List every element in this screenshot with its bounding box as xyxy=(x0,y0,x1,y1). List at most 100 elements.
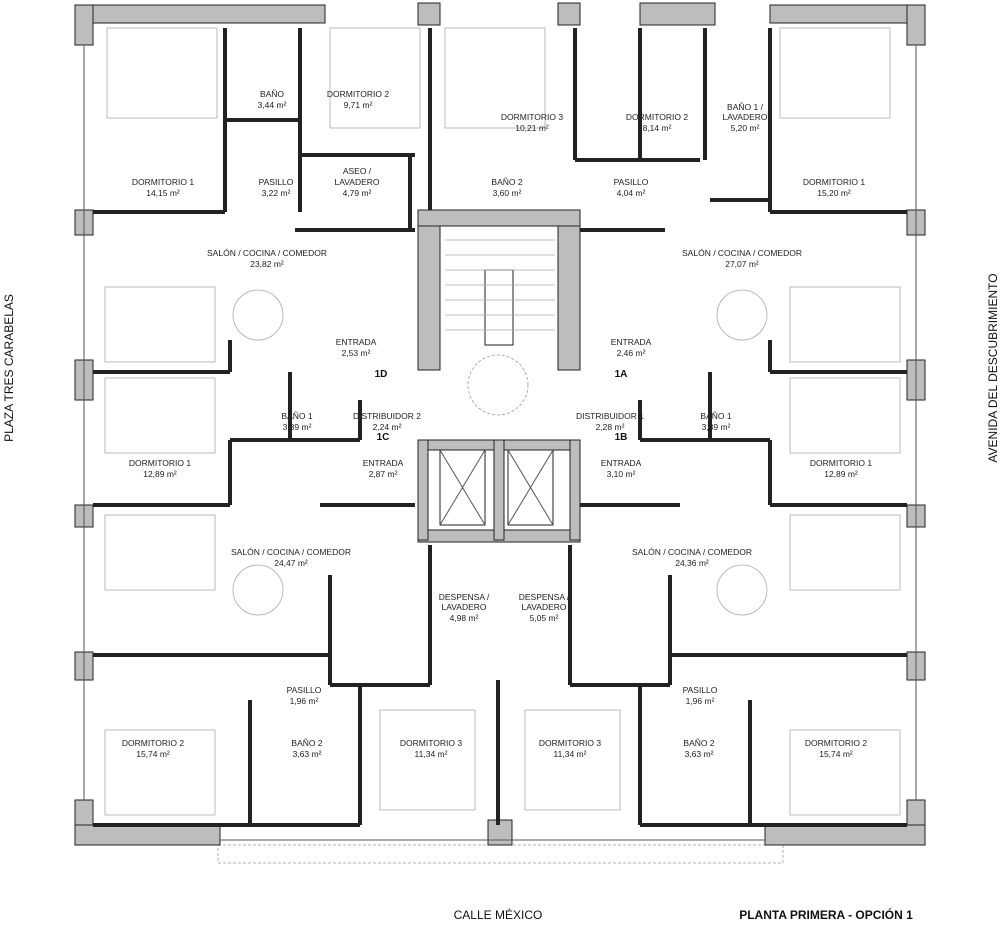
svg-text:SALÓN / COCINA / COMEDOR: SALÓN / COCINA / COMEDOR xyxy=(682,248,802,258)
room-dormitorio-3: DORMITORIO 311,34 m² xyxy=(400,738,462,759)
svg-text:LAVADERO: LAVADERO xyxy=(521,602,566,612)
room-bano-2: BAÑO 23,60 m² xyxy=(491,177,522,198)
svg-text:DISTRIBUIDOR 1: DISTRIBUIDOR 1 xyxy=(576,411,644,421)
room-dormitorio-3: DORMITORIO 311,34 m² xyxy=(539,738,601,759)
unit-1d: 1D xyxy=(375,369,388,380)
svg-text:2,46 m²: 2,46 m² xyxy=(617,348,646,358)
svg-text:5,05 m²: 5,05 m² xyxy=(530,613,559,623)
svg-text:15,74 m²: 15,74 m² xyxy=(819,749,853,759)
room-distribuidor-1: DISTRIBUIDOR 12,28 m² xyxy=(576,411,644,432)
room-bano-1: BAÑO 13,39 m² xyxy=(281,411,312,432)
svg-text:4,98 m²: 4,98 m² xyxy=(450,613,479,623)
svg-text:DESPENSA /: DESPENSA / xyxy=(519,592,570,602)
interior-walls xyxy=(93,28,907,827)
svg-text:11,34 m²: 11,34 m² xyxy=(554,749,587,759)
stair-elevator-core xyxy=(417,209,581,543)
svg-text:15,74 m²: 15,74 m² xyxy=(136,749,170,759)
svg-text:2,28 m²: 2,28 m² xyxy=(596,422,625,432)
svg-text:23,82 m²: 23,82 m² xyxy=(250,259,284,269)
svg-text:3,44 m²: 3,44 m² xyxy=(258,100,287,110)
svg-text:27,07 m²: 27,07 m² xyxy=(725,259,759,269)
svg-text:10,21 m²: 10,21 m² xyxy=(515,123,549,133)
svg-text:PASILLO: PASILLO xyxy=(683,685,718,695)
svg-text:LAVADERO: LAVADERO xyxy=(722,112,767,122)
room-dormitorio-1: DORMITORIO 112,89 m² xyxy=(810,458,872,479)
svg-text:5,20 m²: 5,20 m² xyxy=(731,123,760,133)
svg-text:11,34 m²: 11,34 m² xyxy=(415,749,448,759)
balcony-outline xyxy=(217,844,784,864)
svg-text:4,04 m²: 4,04 m² xyxy=(617,188,646,198)
svg-text:3,63 m²: 3,63 m² xyxy=(293,749,322,759)
svg-text:BAÑO 2: BAÑO 2 xyxy=(683,738,714,748)
svg-text:DORMITORIO 2: DORMITORIO 2 xyxy=(626,112,688,122)
svg-text:3,60 m²: 3,60 m² xyxy=(493,188,522,198)
room-dormitorio-2: DORMITORIO 215,74 m² xyxy=(122,738,184,759)
furniture xyxy=(104,27,901,816)
svg-text:BAÑO 1: BAÑO 1 xyxy=(700,411,731,421)
room-dormitorio-1: DORMITORIO 112,89 m² xyxy=(129,458,191,479)
svg-text:24,36 m²: 24,36 m² xyxy=(675,558,709,568)
svg-text:24,47 m²: 24,47 m² xyxy=(274,558,308,568)
svg-text:BAÑO 2: BAÑO 2 xyxy=(291,738,322,748)
room-dormitorio-2: DORMITORIO 29,71 m² xyxy=(327,89,389,110)
room-bano-2: BAÑO 23,63 m² xyxy=(291,738,322,759)
room-dormitorio-2: DORMITORIO 28,14 m² xyxy=(626,112,688,133)
unit-1a: 1A xyxy=(615,369,628,380)
svg-text:3,22 m²: 3,22 m² xyxy=(262,188,291,198)
svg-text:DORMITORIO 1: DORMITORIO 1 xyxy=(803,177,865,187)
exterior-walls xyxy=(74,2,926,846)
svg-text:3,39 m²: 3,39 m² xyxy=(283,422,312,432)
svg-text:DORMITORIO 1: DORMITORIO 1 xyxy=(129,458,191,468)
svg-text:12,89 m²: 12,89 m² xyxy=(824,469,858,479)
svg-text:BAÑO 1: BAÑO 1 xyxy=(281,411,312,421)
room-dormitorio-3: DORMITORIO 310,21 m² xyxy=(501,112,563,133)
svg-text:LAVADERO: LAVADERO xyxy=(441,602,486,612)
unit-1c: 1C xyxy=(377,432,390,443)
svg-text:ENTRADA: ENTRADA xyxy=(336,337,377,347)
svg-text:DORMITORIO 3: DORMITORIO 3 xyxy=(539,738,601,748)
svg-text:PASILLO: PASILLO xyxy=(259,177,294,187)
svg-text:2,53 m²: 2,53 m² xyxy=(342,348,371,358)
room-distribuidor-2: DISTRIBUIDOR 22,24 m² xyxy=(353,411,421,432)
svg-text:DISTRIBUIDOR 2: DISTRIBUIDOR 2 xyxy=(353,411,421,421)
room-dormitorio-1: DORMITORIO 115,20 m² xyxy=(803,177,865,198)
street-right: AVENIDA DEL DESCUBRIMIENTO xyxy=(986,273,1000,462)
svg-text:DORMITORIO 3: DORMITORIO 3 xyxy=(501,112,563,122)
unit-labels: 1D 1A 1C 1B xyxy=(375,369,628,443)
svg-text:1,96 m²: 1,96 m² xyxy=(290,696,319,706)
room-dormitorio-2: DORMITORIO 215,74 m² xyxy=(805,738,867,759)
svg-text:4,79 m²: 4,79 m² xyxy=(343,188,372,198)
svg-text:8,14 m²: 8,14 m² xyxy=(643,123,672,133)
svg-text:SALÓN / COCINA / COMEDOR: SALÓN / COCINA / COMEDOR xyxy=(207,248,327,258)
svg-text:PASILLO: PASILLO xyxy=(287,685,322,695)
svg-text:BAÑO: BAÑO xyxy=(260,89,284,99)
room-dormitorio-1: DORMITORIO 114,15 m² xyxy=(132,177,194,198)
svg-text:14,15 m²: 14,15 m² xyxy=(146,188,180,198)
svg-text:DORMITORIO 2: DORMITORIO 2 xyxy=(805,738,867,748)
svg-text:2,87 m²: 2,87 m² xyxy=(369,469,398,479)
svg-text:DORMITORIO 3: DORMITORIO 3 xyxy=(400,738,462,748)
svg-text:ENTRADA: ENTRADA xyxy=(601,458,642,468)
svg-text:DESPENSA /: DESPENSA / xyxy=(439,592,490,602)
svg-text:1,96 m²: 1,96 m² xyxy=(686,696,715,706)
svg-text:BAÑO 1 /: BAÑO 1 / xyxy=(727,102,764,112)
svg-text:DORMITORIO 2: DORMITORIO 2 xyxy=(122,738,184,748)
